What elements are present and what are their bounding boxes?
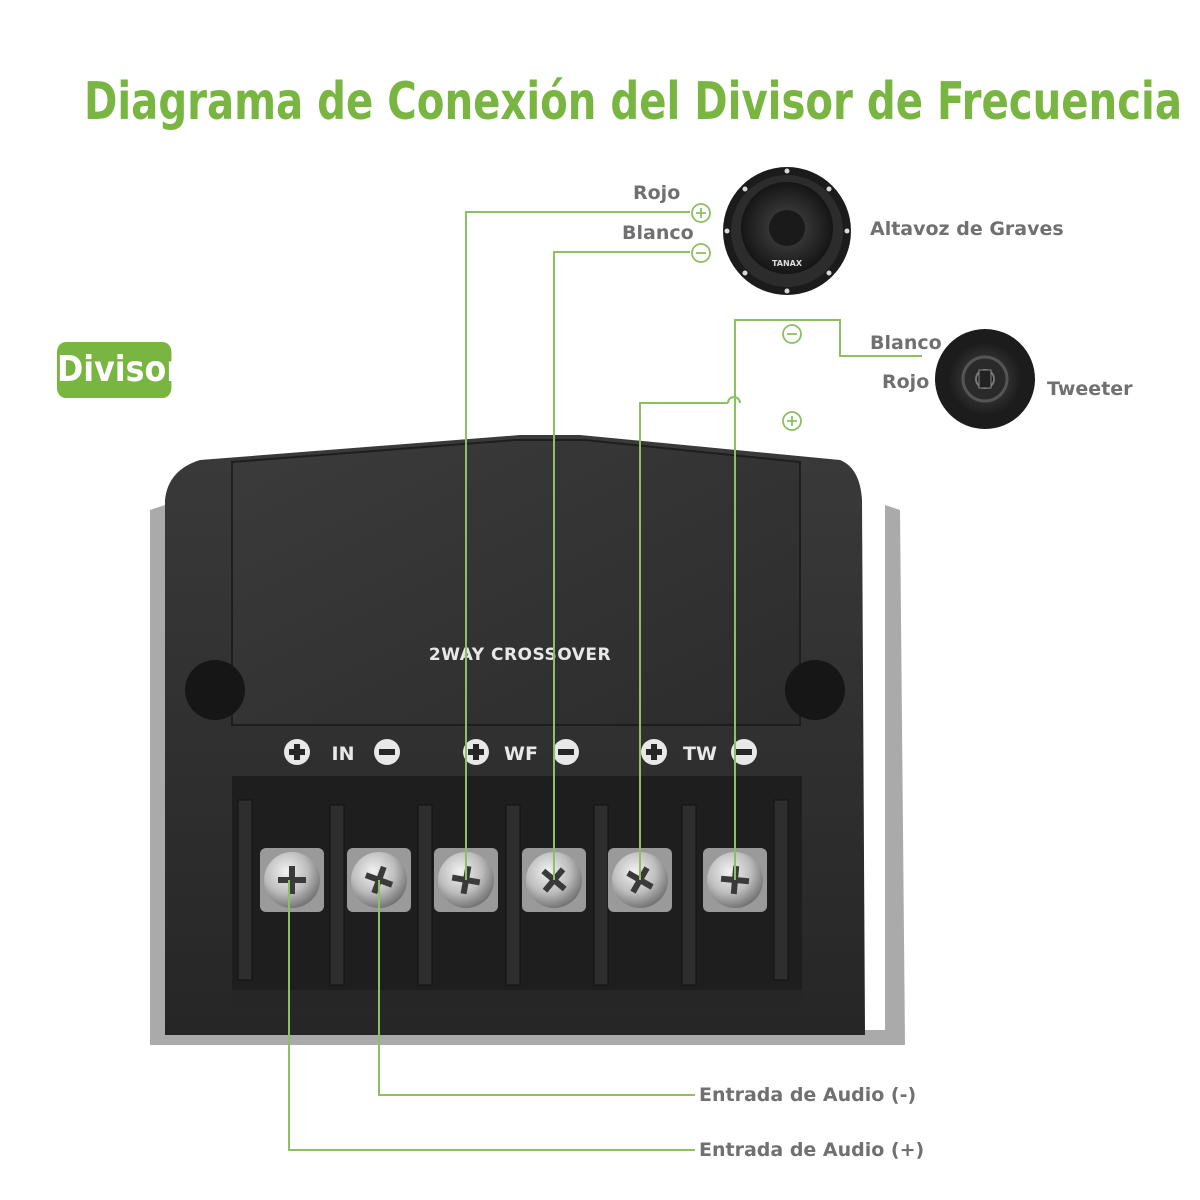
woofer-name-label: Altavoz de Graves xyxy=(870,218,1064,240)
plus-icon xyxy=(284,739,310,765)
plus-icon xyxy=(463,739,489,765)
speaker-polarity-markers xyxy=(691,203,802,431)
minus-icon xyxy=(553,739,579,765)
wire-in-pos xyxy=(288,880,695,1151)
divisor-badge: Divisor xyxy=(57,342,182,398)
woofer-wire-neg-label: Blanco xyxy=(622,222,694,244)
woofer-speaker: TANAX xyxy=(723,167,851,295)
wire-wf-pos xyxy=(465,211,690,880)
wire-tw-neg xyxy=(734,319,922,880)
wire-wf-neg xyxy=(553,251,690,880)
group-label-in: IN xyxy=(332,743,355,765)
input-pos-label: Entrada de Audio (+) xyxy=(699,1139,925,1161)
tweeter-speaker xyxy=(935,329,1035,429)
group-label-wf: WF xyxy=(504,743,538,765)
plus-icon xyxy=(691,203,711,223)
plus-icon xyxy=(641,739,667,765)
woofer-brand: TANAX xyxy=(772,259,803,268)
minus-icon xyxy=(731,739,757,765)
input-neg-label: Entrada de Audio (-) xyxy=(699,1084,917,1106)
wires xyxy=(288,211,922,1151)
minus-icon xyxy=(691,243,711,263)
crossover-label: 2WAY CROSSOVER xyxy=(429,645,611,665)
tweeter-wire-pos-label: Rojo xyxy=(882,371,930,393)
group-label-tw: TW xyxy=(683,743,717,765)
page-title: Diagrama de Conexión del Divisor de Frec… xyxy=(84,72,1182,132)
minus-icon xyxy=(782,324,802,344)
tweeter-wire-neg-label: Blanco xyxy=(870,332,942,354)
wire-in-neg xyxy=(378,880,695,1096)
crossover-unit xyxy=(150,435,905,1045)
woofer-wire-pos-label: Rojo xyxy=(633,182,681,204)
wire-tw-pos xyxy=(639,402,728,880)
tweeter-name-label: Tweeter xyxy=(1047,378,1133,400)
screw-in-pos xyxy=(260,848,324,912)
minus-icon xyxy=(374,739,400,765)
polarity-row: IN WF TW xyxy=(284,739,757,765)
plus-icon xyxy=(782,411,802,431)
